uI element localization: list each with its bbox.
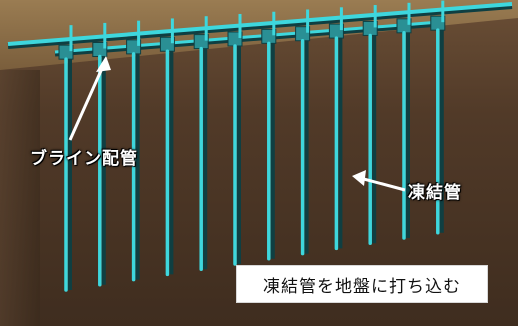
soil-cut-face — [0, 70, 40, 326]
arrow-freeze-head — [352, 170, 366, 186]
caption-text: 凍結管を地盤に打ち込む — [263, 276, 461, 297]
freeze-pipes — [64, 28, 444, 292]
caption-box: 凍結管を地盤に打ち込む — [236, 265, 488, 303]
brine-pipe-label: ブライン配管 — [30, 149, 138, 169]
arrow-brine-head — [96, 56, 111, 72]
header-pipe-upper — [7, 2, 513, 46]
arrow-freeze — [352, 170, 406, 192]
arrow-brine — [68, 56, 111, 141]
arrow-brine-shaft — [68, 63, 106, 141]
freeze-pipe-label: 凍結管 — [408, 183, 462, 203]
pipe-connectors — [58, 0, 446, 60]
arrow-freeze-shaft — [359, 176, 406, 192]
